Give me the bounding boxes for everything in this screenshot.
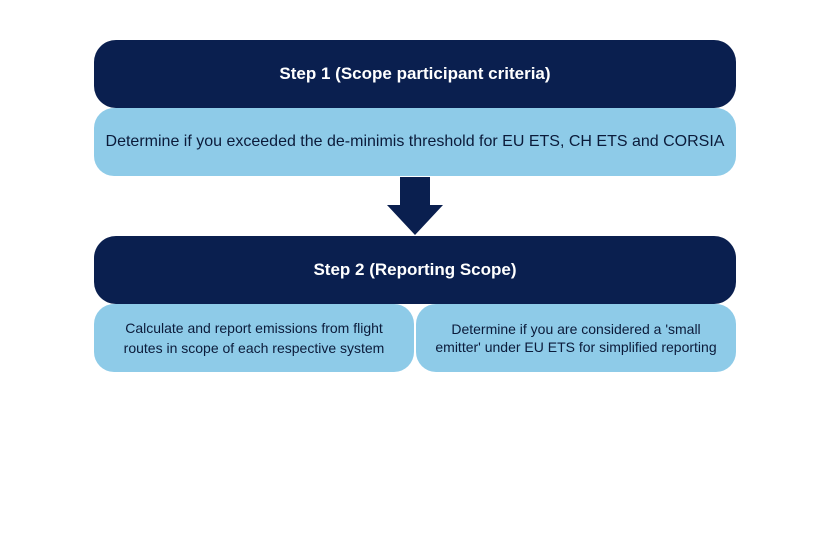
step1-detail-box: Determine if you exceeded the de-minimis… bbox=[94, 108, 736, 176]
step2-title: Step 2 (Reporting Scope) bbox=[313, 260, 517, 279]
step1-title: Step 1 (Scope participant criteria) bbox=[279, 64, 551, 83]
step2-header: Step 2 (Reporting Scope) bbox=[94, 236, 736, 304]
step1-header: Step 1 (Scope participant criteria) bbox=[94, 40, 736, 108]
step2-right-detail-text: Determine if you are considered a 'small… bbox=[435, 321, 717, 355]
step2-right-detail-box: Determine if you are considered a 'small… bbox=[416, 304, 736, 372]
step2-left-detail-box: Calculate and report emissions from flig… bbox=[94, 304, 414, 372]
step2-left-detail-text: Calculate and report emissions from flig… bbox=[123, 320, 385, 356]
down-arrow-icon bbox=[387, 177, 443, 235]
step1-detail-text: Determine if you exceeded the de-minimis… bbox=[105, 133, 725, 150]
